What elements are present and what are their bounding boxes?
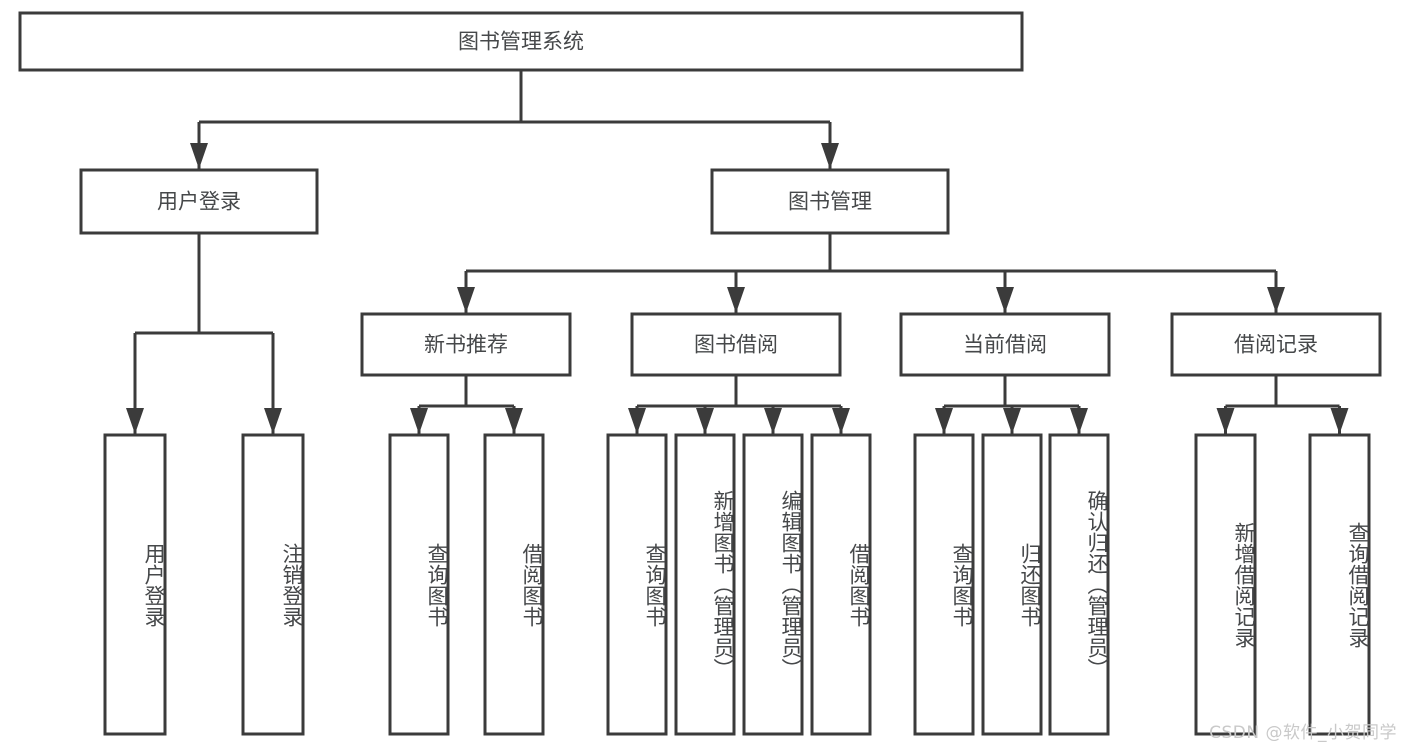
arrow-head-icon-leaf-query-book-1 [410,408,428,434]
arrow-head-icon-leaf-query-book-3 [935,408,953,434]
arrow-head-icon-leaf-add-borrow-record [1216,408,1235,434]
arrow-head-icon-borrow-record [1267,287,1285,313]
arrow-head-icon-leaf-user-login [126,408,144,434]
node-box-leaf-edit-book-admin[interactable] [742,433,804,736]
node-box-leaf-borrow-book-2[interactable] [810,433,872,736]
arrow-head-icon-leaf-borrow-book-1 [505,408,523,434]
node-box-leaf-query-book-3[interactable] [913,433,975,736]
arrow-head-icon-leaf-borrow-book-2 [832,408,850,434]
node-box-leaf-return-book[interactable] [981,433,1043,736]
node-box-leaf-logout-login[interactable] [241,433,305,736]
arrow-head-icon-current-borrow [996,287,1014,313]
node-label-user-login: 用户登录 [157,190,241,214]
watermark-text: CSDN @软件_小贺同学 [1209,723,1397,743]
node-label-current-borrow: 当前借阅 [963,333,1047,357]
node-box-book-borrow[interactable] [630,312,842,377]
arrow-head-icon-book-borrow [727,287,745,313]
arrow-head-icon-leaf-confirm-return-admin [1070,408,1088,434]
node-box-leaf-confirm-return-admin[interactable] [1048,433,1110,736]
node-box-leaf-query-book-1[interactable] [388,433,450,736]
node-label-root: 图书管理系统 [458,30,584,54]
node-boxes [18,11,1382,736]
arrow-head-icon-leaf-logout-login [264,408,282,434]
node-label-new-book-recommend: 新书推荐 [424,333,508,357]
node-box-leaf-add-book-admin[interactable] [674,433,736,736]
node-label-book-manage: 图书管理 [788,190,872,214]
arrow-head-icon-new-book-recommend [457,287,475,313]
arrow-head-icon-leaf-edit-book-admin [764,408,782,434]
arrow-head-icon-book-manage [821,143,839,169]
node-box-root[interactable] [18,11,1024,72]
node-box-leaf-borrow-book-1[interactable] [483,433,545,736]
node-box-leaf-query-book-2[interactable] [606,433,668,736]
arrow-head-icon-leaf-query-book-2 [628,408,646,434]
arrow-head-icon-leaf-add-book-admin [696,408,714,434]
node-label-borrow-record: 借阅记录 [1234,333,1318,357]
node-box-leaf-query-borrow-record[interactable] [1308,433,1371,736]
node-box-leaf-add-borrow-record[interactable] [1194,433,1257,736]
arrow-head-icon-user-login [190,143,208,169]
arrow-head-icon-leaf-query-borrow-record [1330,408,1349,434]
arrow-head-icon-leaf-return-book [1003,408,1021,434]
node-box-borrow-record[interactable] [1170,312,1382,377]
node-box-leaf-user-login[interactable] [103,433,167,736]
node-box-new-book-recommend[interactable] [360,312,572,377]
node-box-book-manage[interactable] [710,168,950,235]
connector-lines [126,70,1349,434]
node-label-book-borrow: 图书借阅 [694,333,778,357]
node-box-current-borrow[interactable] [899,312,1111,377]
node-box-user-login[interactable] [79,168,319,235]
